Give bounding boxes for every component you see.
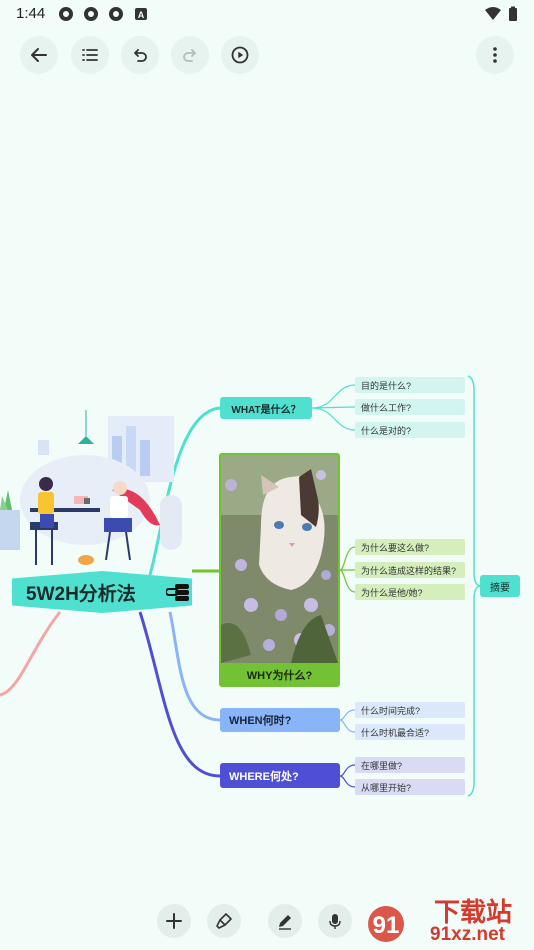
outline-button[interactable] <box>71 36 109 74</box>
where-label: WHERE何处? <box>229 770 299 783</box>
paint-brush-icon <box>216 913 232 929</box>
when-child-2-text: 什么时机最合适? <box>361 727 430 738</box>
top-toolbar <box>0 36 534 76</box>
where-child-1-text: 在哪里做? <box>361 760 403 771</box>
root-illustration <box>0 410 182 565</box>
app-notification-icon <box>84 7 98 21</box>
a-notification-icon: A <box>135 8 147 20</box>
undo-button[interactable] <box>121 36 159 74</box>
root-node[interactable]: 5W2H分析法 <box>12 571 192 613</box>
watermark: 91 下载站 91xz.net <box>364 888 534 950</box>
back-button[interactable] <box>20 36 58 74</box>
add-node-button[interactable] <box>157 904 191 938</box>
root-label: 5W2H分析法 <box>26 583 136 605</box>
when-child-1-text: 什么时间完成? <box>361 705 421 716</box>
app-notification-icon <box>109 7 123 21</box>
why-child-1[interactable]: 为什么要这么做? <box>355 539 465 555</box>
watermark-big-text: 下载站 <box>434 897 513 927</box>
plus-icon <box>166 913 182 929</box>
when-node[interactable]: WHEN何时? <box>220 708 340 732</box>
summary-node[interactable]: 摘要 <box>480 575 520 597</box>
svg-text:91: 91 <box>373 912 400 939</box>
where-child-1[interactable]: 在哪里做? <box>355 757 465 773</box>
why-child-3[interactable]: 为什么是他/她? <box>355 584 465 600</box>
pencil-icon <box>279 915 291 930</box>
what-child-1[interactable]: 目的是什么? <box>355 377 465 393</box>
where-child-2-text: 从哪里开始? <box>361 782 412 793</box>
undo-icon <box>134 49 147 62</box>
what-child-2-text: 做什么工作? <box>361 402 412 413</box>
link-icon <box>166 584 189 601</box>
microphone-icon <box>329 914 341 929</box>
when-label: WHEN何时? <box>229 715 292 727</box>
svg-text:A: A <box>138 10 145 20</box>
app-notification-icon <box>59 7 73 21</box>
wifi-icon <box>485 7 501 20</box>
edit-text-button[interactable] <box>268 904 302 938</box>
what-child-3-text: 什么是对的? <box>361 425 412 436</box>
status-time: 1:44 <box>16 5 46 22</box>
battery-icon <box>509 6 517 21</box>
more-button[interactable] <box>476 36 514 74</box>
play-icon <box>231 46 249 64</box>
where-node[interactable]: WHERE何处? <box>220 763 340 788</box>
cat-photo <box>221 455 338 663</box>
what-child-3[interactable]: 什么是对的? <box>355 422 465 438</box>
redo-button[interactable] <box>171 36 209 74</box>
play-button[interactable] <box>221 36 259 74</box>
why-child-2-text: 为什么造成这样的结果? <box>361 565 457 576</box>
bottom-toolbar <box>0 904 534 944</box>
what-child-2[interactable]: 做什么工作? <box>355 399 465 415</box>
redo-icon <box>183 49 196 62</box>
summary-label: 摘要 <box>490 582 510 594</box>
why-child-2[interactable]: 为什么造成这样的结果? <box>355 562 465 578</box>
what-child-1-text: 目的是什么? <box>361 380 412 391</box>
watermark-logo: 91 <box>368 906 404 942</box>
arrow-left-icon <box>31 48 47 62</box>
what-label: WHAT是什么？ <box>231 404 301 416</box>
when-child-2[interactable]: 什么时机最合适? <box>355 724 465 740</box>
style-button[interactable] <box>207 904 241 938</box>
list-icon <box>82 49 98 61</box>
where-child-2[interactable]: 从哪里开始? <box>355 779 465 795</box>
more-vertical-icon <box>493 47 497 63</box>
why-label: WHY为什么? <box>246 670 313 682</box>
why-child-3-text: 为什么是他/她? <box>361 587 423 598</box>
why-node[interactable]: WHY为什么? <box>219 453 340 687</box>
why-child-1-text: 为什么要这么做? <box>361 542 430 553</box>
voice-button[interactable] <box>318 904 352 938</box>
watermark-small-text: 91xz.net <box>430 924 505 945</box>
when-child-1[interactable]: 什么时间完成? <box>355 702 465 718</box>
what-node[interactable]: WHAT是什么？ <box>220 397 312 419</box>
status-bar: 1:44 A <box>0 0 534 28</box>
why-label-row: WHY为什么? <box>219 663 340 687</box>
